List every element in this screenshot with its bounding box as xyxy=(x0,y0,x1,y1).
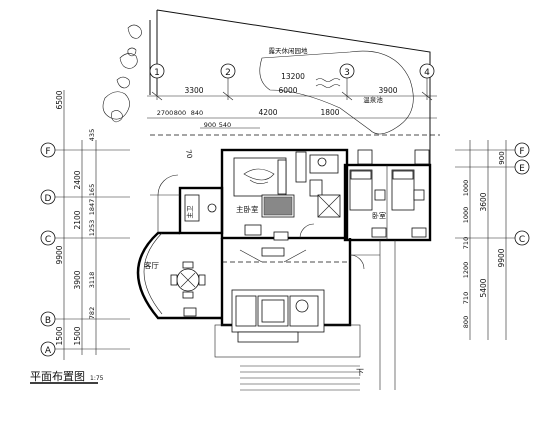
svg-text:165: 165 xyxy=(88,184,96,196)
wardrobe xyxy=(296,152,306,182)
svg-text:2700: 2700 xyxy=(157,109,174,117)
svg-text:9900: 9900 xyxy=(497,248,506,267)
svg-text:4: 4 xyxy=(424,68,430,78)
svg-text:3600: 3600 xyxy=(479,192,488,211)
hot-spring-label: 温泉池 xyxy=(363,95,383,104)
master-bath-label: 主卫 xyxy=(185,205,194,219)
dining-set xyxy=(171,262,205,298)
living-room-label: 客厅 xyxy=(144,260,159,270)
svg-text:1500: 1500 xyxy=(55,326,64,345)
dim-3300: 3300 xyxy=(184,86,203,95)
living-lamp xyxy=(274,232,288,240)
svg-text:3: 3 xyxy=(344,68,350,78)
dim-6000: 6000 xyxy=(278,86,297,95)
svg-text:6500: 6500 xyxy=(55,90,64,109)
axis-bubble-B-left: B xyxy=(41,312,55,326)
svg-text:3900: 3900 xyxy=(73,270,82,289)
svg-text:1847: 1847 xyxy=(88,199,96,216)
svg-text:9900: 9900 xyxy=(55,245,64,264)
svg-text:F: F xyxy=(519,147,524,157)
svg-text:C: C xyxy=(45,235,51,245)
axis-bubble-D-left: D xyxy=(41,190,55,204)
svg-text:800: 800 xyxy=(462,316,470,328)
dim-13200: 13200 xyxy=(281,72,305,81)
svg-text:900: 900 xyxy=(498,151,506,164)
axis-bubble-C-left: C xyxy=(41,231,55,245)
dim-3900: 3900 xyxy=(378,86,397,95)
svg-text:2100: 2100 xyxy=(73,210,82,229)
landscape-rocks xyxy=(103,25,142,122)
master-bedroom-label: 主卧室 xyxy=(236,204,259,214)
bath-basin xyxy=(208,204,216,212)
svg-text:435: 435 xyxy=(88,129,96,141)
svg-text:900: 900 xyxy=(204,121,216,129)
svg-text:1000: 1000 xyxy=(462,207,470,224)
sofa-set xyxy=(232,290,324,342)
master-desk xyxy=(245,225,261,235)
svg-text:782: 782 xyxy=(88,307,96,319)
axis-bubble-3: 3 xyxy=(340,64,354,78)
door-swing-dining xyxy=(158,175,178,195)
tv-cabinet xyxy=(240,248,306,262)
svg-text:540: 540 xyxy=(219,121,231,129)
svg-text:5400: 5400 xyxy=(479,278,488,297)
door-swing-master xyxy=(300,224,314,238)
axis-bubble-E-right: E xyxy=(515,160,529,174)
terrace-label: 露天休闲园地 xyxy=(269,46,309,55)
stair-down-label: 下 xyxy=(356,368,364,377)
toilet xyxy=(318,158,326,166)
axis-bubble-1: 1 xyxy=(150,64,164,78)
title-scale: 1:75 xyxy=(90,375,104,382)
svg-text:A: A xyxy=(45,346,52,356)
svg-text:E: E xyxy=(519,164,525,174)
svg-text:B: B xyxy=(45,316,51,326)
master-rug xyxy=(262,195,294,217)
svg-text:800: 800 xyxy=(174,109,186,117)
svg-text:2400: 2400 xyxy=(73,170,82,189)
drawing-title: 平面布置图 1:75 xyxy=(30,370,104,383)
dims-top: 3300 6000 3900 13200 2700 800 840 4200 1… xyxy=(147,72,437,159)
axis-bubble-F-left: F xyxy=(41,143,55,157)
svg-text:1200: 1200 xyxy=(462,262,470,279)
door-swing-entry xyxy=(350,255,364,269)
svg-text:3118: 3118 xyxy=(88,272,96,289)
svg-text:1000: 1000 xyxy=(462,180,470,197)
master-bed xyxy=(234,158,286,196)
axis-bubble-4: 4 xyxy=(420,64,434,78)
svg-text:1253: 1253 xyxy=(88,220,96,237)
axis-left: F D C B A 6500 9900 1500 2400 2100 3900 … xyxy=(41,90,130,360)
svg-text:D: D xyxy=(45,194,52,204)
vanity xyxy=(310,180,322,196)
title-text: 平面布置图 xyxy=(30,370,85,383)
dim-small: 70 xyxy=(184,149,193,159)
axis-right: F E C 900 9900 3600 5400 1000 1000 710 1… xyxy=(455,140,529,340)
svg-text:2: 2 xyxy=(225,68,231,78)
svg-text:710: 710 xyxy=(462,237,470,249)
svg-text:1500: 1500 xyxy=(73,326,82,345)
axis-bubble-F-right: F xyxy=(515,143,529,157)
svg-text:4200: 4200 xyxy=(258,108,277,117)
svg-text:F: F xyxy=(45,147,50,157)
side-table xyxy=(184,308,196,316)
svg-text:840: 840 xyxy=(191,109,203,117)
axis-bubble-C-right: C xyxy=(515,231,529,245)
svg-text:710: 710 xyxy=(462,292,470,304)
axis-bubble-2: 2 xyxy=(221,64,235,78)
svg-text:1800: 1800 xyxy=(320,108,339,117)
bedroom-label: 卧室 xyxy=(372,211,386,220)
axis-bubble-A-left: A xyxy=(41,342,55,356)
svg-text:C: C xyxy=(519,235,525,245)
svg-text:1: 1 xyxy=(154,68,160,78)
